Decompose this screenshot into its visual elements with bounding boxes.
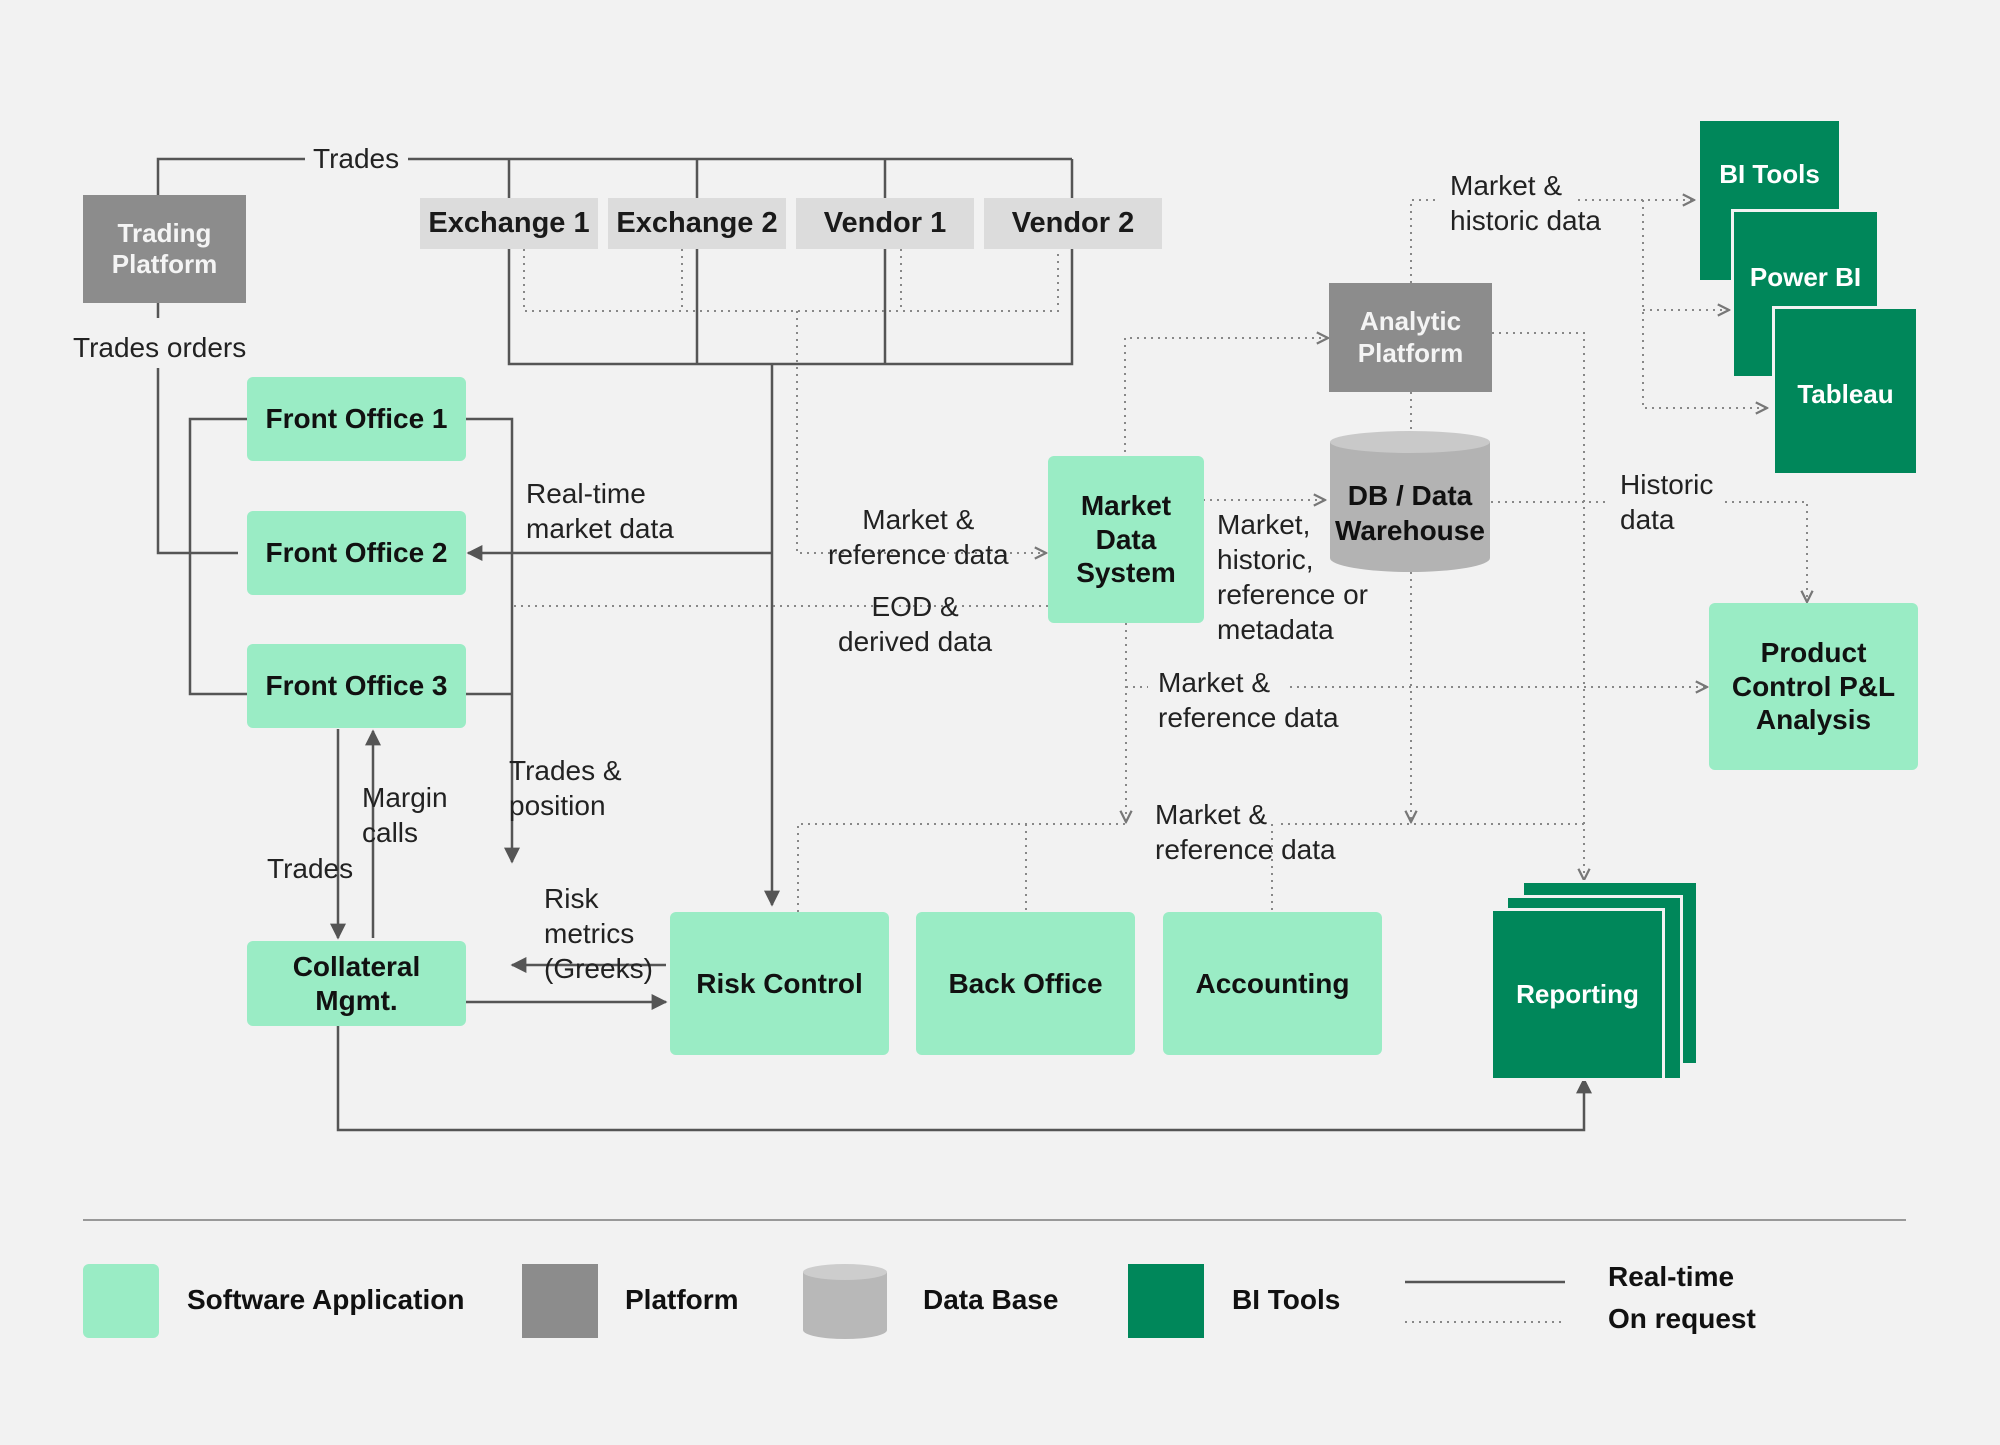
legend-on-request: On request <box>1608 1303 1756 1334</box>
label-historic-data: Historic data <box>1620 469 1714 535</box>
label-realtime-market-data: Real-time market data <box>526 478 674 544</box>
tableau[interactable]: Tableau <box>1772 306 1919 476</box>
realtime-lines <box>156 157 1592 1132</box>
label-trades-position: Trades & position <box>509 755 622 821</box>
product-control-pl-analysis[interactable]: Product Control P&L Analysis <box>1709 603 1918 770</box>
legend-real-time: Real-time <box>1608 1261 1735 1292</box>
front-office-1[interactable]: Front Office 1 <box>247 377 466 461</box>
legend-bi-tools-swatch <box>1128 1264 1204 1338</box>
request-lines <box>513 200 1807 912</box>
legend-divider <box>83 1219 1906 1221</box>
collateral-mgmt[interactable]: Collateral Mgmt. <box>247 941 466 1026</box>
vendor-2[interactable]: Vendor 2 <box>984 198 1162 249</box>
exchange-1[interactable]: Exchange 1 <box>420 198 598 249</box>
accounting[interactable]: Accounting <box>1163 912 1382 1055</box>
legend-data-base: Data Base <box>923 1284 1059 1315</box>
label-margin-calls: Margin calls <box>362 782 448 848</box>
front-office-3[interactable]: Front Office 3 <box>247 644 466 728</box>
reporting[interactable]: Reporting <box>1490 908 1665 1081</box>
label-trades-orders: Trades orders <box>73 332 247 363</box>
legend-database-swatch <box>803 1264 887 1339</box>
legend-software-application: Software Application <box>187 1284 465 1315</box>
market-data-system[interactable]: Market Data System <box>1048 456 1204 623</box>
label-market-historic-reference-metadata: Market, historic, reference or metadata <box>1217 509 1368 645</box>
legend-line-samples <box>1405 1280 1565 1323</box>
analytic-platform[interactable]: Analytic Platform <box>1329 283 1492 392</box>
db-warehouse-label: DB / Data Warehouse <box>1335 480 1485 546</box>
legend-platform-swatch <box>522 1264 598 1338</box>
label-trades-top: Trades <box>313 143 400 174</box>
back-office[interactable]: Back Office <box>916 912 1135 1055</box>
trading-platform[interactable]: Trading Platform <box>83 195 246 303</box>
exchange-2[interactable]: Exchange 2 <box>608 198 786 249</box>
legend-platform: Platform <box>625 1284 739 1315</box>
label-market-historic-data: Market & historic data <box>1450 170 1601 236</box>
label-market-reference-data-1: Market & reference data <box>828 504 1009 570</box>
label-eod-derived-data: EOD & derived data <box>838 591 993 657</box>
label-risk-metrics: Risk metrics (Greeks) <box>544 883 653 984</box>
db-data-warehouse[interactable] <box>1326 428 1494 576</box>
front-office-2[interactable]: Front Office 2 <box>247 511 466 595</box>
legend-software-application-swatch <box>83 1264 159 1338</box>
label-trades-bottom: Trades <box>267 853 354 884</box>
legend-bi-tools: BI Tools <box>1232 1284 1341 1315</box>
risk-control[interactable]: Risk Control <box>670 912 889 1055</box>
label-market-reference-data-2: Market & reference data <box>1158 667 1339 733</box>
label-market-reference-data-3: Market & reference data <box>1155 799 1336 865</box>
vendor-1[interactable]: Vendor 1 <box>796 198 974 249</box>
